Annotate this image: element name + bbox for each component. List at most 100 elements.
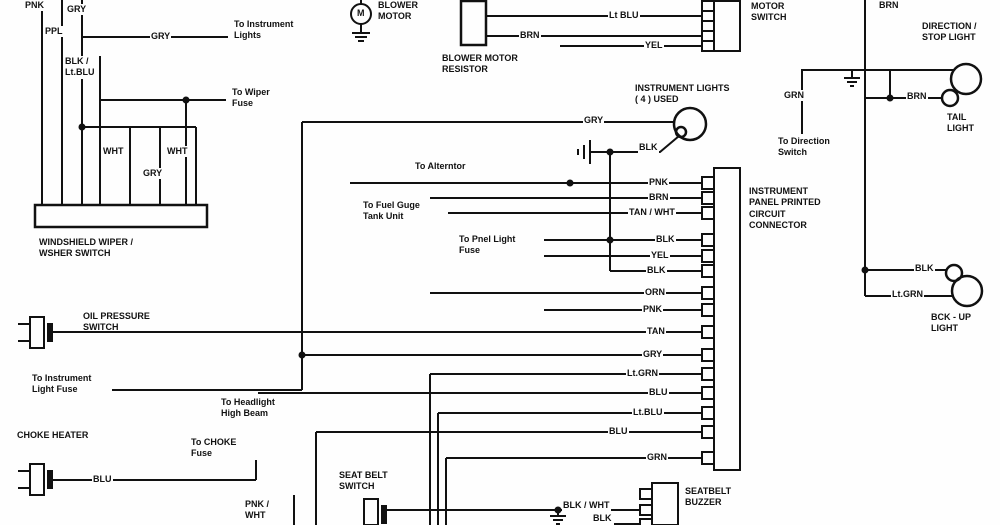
connector-pin: [701, 286, 715, 300]
wire-label-blu-choke: BLU: [92, 474, 113, 486]
wire-label-wht-1: WHT: [102, 146, 125, 158]
left-component-wires: [18, 323, 295, 525]
instrument-lights-wires: [112, 121, 680, 391]
blower-resistor-body: [459, 0, 488, 47]
connector-pin: [701, 264, 715, 278]
wire-label-pnk: PNK: [24, 0, 46, 12]
seatbelt-buzzer-body: [651, 482, 679, 525]
connector-pin: [701, 191, 715, 205]
connector-pin: [701, 451, 715, 465]
motor-switch-label: MOTOR SWITCH: [751, 1, 787, 23]
wire-label: GRN: [646, 452, 668, 464]
wire-label: BLK: [655, 234, 676, 246]
wire-label: PNK: [642, 304, 664, 316]
wire-label: YEL: [650, 250, 670, 262]
tail-light-label: TAIL LIGHT: [947, 112, 974, 134]
blower-motor-circle: [350, 3, 372, 25]
wire-label: TAN: [646, 326, 666, 338]
blower-motor-wires: [352, 0, 370, 42]
wire-label-gry: GRY: [66, 4, 88, 16]
oil-pressure-switch-body: [29, 316, 45, 349]
backup-bulb: [950, 274, 984, 308]
wire-label-gry-branch: GRY: [150, 31, 172, 43]
printed-circuit-connector-label: INSTRUMENT PANEL PRINTED CIRCUIT CONNECT…: [749, 186, 821, 230]
wire-label-ltblu: Lt BLU: [608, 10, 640, 22]
wire-label-grn: GRN: [783, 90, 805, 102]
wire-label-blk-inst: BLK: [638, 142, 659, 154]
junction-dots: [78, 94, 894, 514]
connector-pin: [701, 303, 715, 317]
note-to-alternator: To Alterntor: [415, 161, 466, 171]
wire-label-brn-top: BRN: [878, 0, 900, 12]
wire-label: GRY: [642, 349, 664, 361]
wire-label-gry-lower: GRY: [142, 168, 164, 180]
wire-label: BLU: [648, 387, 669, 399]
wire-label: BLK: [646, 265, 667, 277]
motor-switch-pin: [701, 20, 715, 32]
connector-pin: [701, 425, 715, 439]
backup-light-label: BCK - UP LIGHT: [931, 312, 971, 334]
wire-label: ORN: [644, 287, 666, 299]
connector-pin: [701, 249, 715, 263]
blower-motor-label: BLOWER MOTOR: [378, 0, 418, 22]
wiper-switch-label: WINDSHIELD WIPER / WSHER SWITCH: [39, 237, 133, 259]
harness-wires: [53, 182, 702, 525]
wire-label-blk-ltblu: BLK / Lt.BLU: [64, 56, 96, 79]
wire-label: PNK: [648, 177, 670, 189]
buzzer-pin: [639, 488, 653, 500]
note-to-instrument-light-fuse: To Instrument Light Fuse: [32, 373, 92, 395]
note-to-panel-light-fuse: To Pnel Light Fuse: [459, 234, 516, 256]
instrument-lights-label: INSTRUMENT LIGHTS ( 4 ) USED: [635, 83, 730, 105]
motor-symbol-letter: M: [357, 8, 365, 18]
wire-label-ltgrn-right: Lt.GRN: [891, 289, 924, 301]
wire-label-pnk-wht: PNK / WHT: [244, 499, 271, 522]
connector-pin: [701, 386, 715, 400]
wire-label: TAN / WHT: [628, 207, 676, 219]
wire-label-blk-wht: BLK / WHT: [562, 500, 611, 512]
wire-label: Lt.BLU: [632, 407, 664, 419]
motor-switch-pin: [701, 30, 715, 42]
right-lights-wires: [801, 0, 954, 297]
wire-label-ppl: PPL: [44, 26, 64, 38]
connector-pin: [701, 348, 715, 362]
printed-circuit-connector-body: [713, 167, 741, 471]
backup-bulb-small: [944, 263, 964, 283]
seat-belt-switch-body: [363, 498, 379, 525]
seatbelt-buzzer-label: SEATBELT BUZZER: [685, 486, 732, 508]
connector-pin: [701, 233, 715, 247]
choke-heater-label: CHOKE HEATER: [17, 430, 89, 440]
note-to-headlight-high-beam: To Headlight High Beam: [221, 397, 275, 419]
instrument-lights-filament: [674, 125, 688, 139]
direction-stop-label: DIRECTION / STOP LIGHT: [922, 21, 977, 43]
buzzer-pin: [639, 518, 653, 525]
blower-resistor-label: BLOWER MOTOR RESISTOR: [442, 53, 518, 75]
wiper-wires: [41, 0, 228, 205]
direction-stop-bulb: [949, 62, 983, 96]
buzzer-pin: [639, 504, 653, 516]
connector-pin: [701, 325, 715, 339]
note-to-instrument-lights: To Instrument Lights: [234, 19, 294, 41]
choke-heater-body: [29, 463, 45, 496]
wire-label: BRN: [648, 192, 670, 204]
wire-label-blk-bottom: BLK: [592, 513, 613, 525]
instrument-lights-bulb: [672, 106, 708, 142]
connector-pin: [701, 176, 715, 190]
wire-label: BLU: [608, 426, 629, 438]
motor-switch-pin: [701, 40, 715, 52]
note-to-fuel-gauge: To Fuel Guge Tank Unit: [363, 200, 420, 222]
wire-label-blk-right: BLK: [914, 263, 935, 275]
note-to-wiper-fuse: To Wiper Fuse: [232, 87, 270, 109]
wire-label: Lt.GRN: [626, 368, 659, 380]
motor-switch-pin: [701, 10, 715, 22]
motor-switch-pin: [701, 0, 715, 12]
oil-pressure-switch-label: OIL PRESSURE SWITCH: [83, 311, 150, 333]
oil-pressure-switch-contact: [47, 323, 53, 342]
wiper-switch-body: [33, 203, 209, 229]
wire-label-yel: YEL: [644, 40, 664, 52]
note-to-direction-switch: To Direction Switch: [778, 136, 830, 158]
connector-pin: [701, 367, 715, 381]
connector-pin: [701, 206, 715, 220]
seat-belt-switch-contact: [381, 505, 387, 524]
